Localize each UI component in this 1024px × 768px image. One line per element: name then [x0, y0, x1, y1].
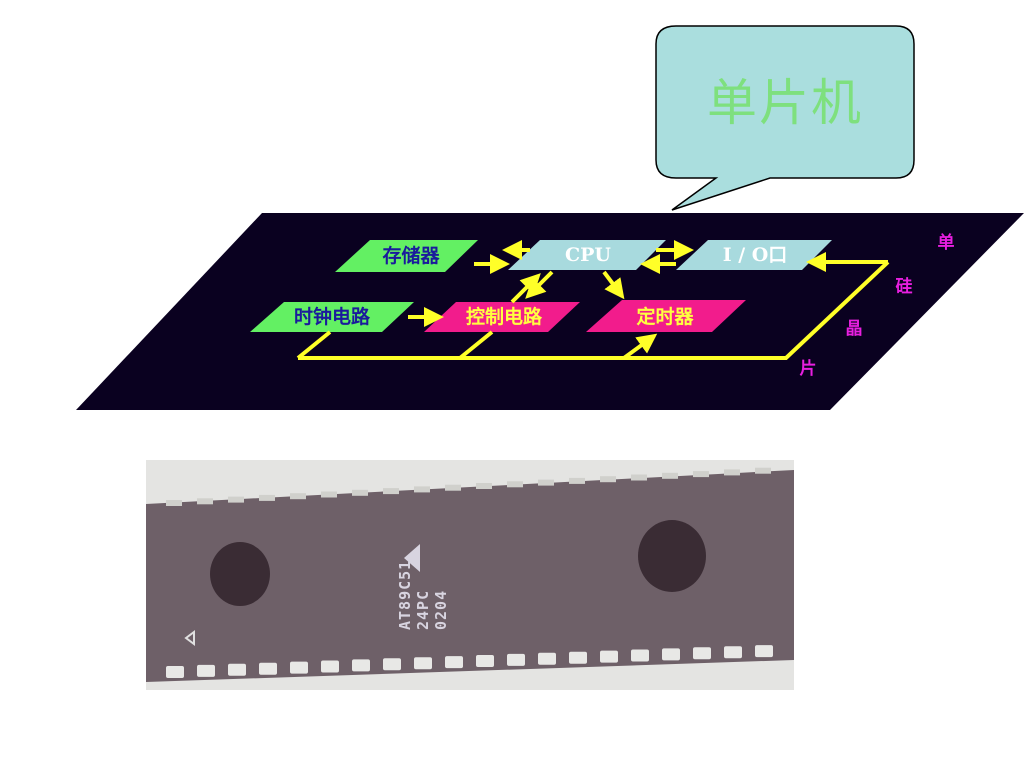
bus-branch-control: [458, 330, 494, 360]
chip-pin-bottom: [507, 653, 525, 666]
chip-pin-bottom: [166, 666, 184, 678]
chip-pin-bottom: [414, 657, 432, 670]
chip-pin-top: [569, 477, 585, 484]
callout-bubble: [655, 25, 915, 211]
memory-block: [335, 240, 478, 272]
chip-pin-bottom: [445, 656, 463, 669]
bus-branch-clock: [296, 330, 332, 360]
cpu-label: CPU: [565, 244, 611, 266]
memory-label: 存储器: [382, 245, 440, 267]
chip-marking-line-3: 0204: [432, 589, 450, 630]
pin1-marker: [184, 630, 195, 646]
chip-pin-top: [755, 467, 771, 474]
io-label: I / O口: [722, 244, 788, 266]
chip-pin-bottom: [600, 650, 618, 663]
chip-marking: AT89C51 24PC 0204: [396, 504, 516, 664]
side-char-4: 片: [799, 359, 817, 379]
chip-pin-top: [507, 481, 523, 488]
chip-pin-top: [290, 493, 306, 500]
chip-dimple-right: [638, 520, 706, 592]
arrow-cpu-to-timer: [602, 270, 625, 300]
chip-pin-top: [352, 489, 368, 496]
clock-label: 时钟电路: [293, 306, 370, 328]
chip-pin-bottom: [569, 651, 587, 664]
chip-pin-top: [383, 488, 399, 495]
chip-pin-bottom: [352, 659, 370, 672]
chip-pin-top: [724, 469, 740, 476]
chip-pin-top: [476, 483, 492, 489]
arrow-bus-to-timer: [622, 333, 658, 360]
cpu-block: [508, 240, 666, 270]
chip-marking-line-2: 24PC: [414, 589, 432, 630]
chip-pin-top: [600, 476, 616, 483]
chip-pin-bottom: [383, 658, 401, 671]
chip-pin-bottom: [228, 663, 246, 676]
chip-pin-top: [228, 496, 244, 503]
chip-pin-bottom: [631, 649, 649, 662]
chip-pin-bottom: [538, 652, 556, 665]
chip-pin-top: [538, 479, 554, 486]
control-label: 控制电路: [465, 306, 542, 328]
callout-title: 单片机: [707, 74, 863, 132]
io-block: [676, 240, 832, 270]
chip-pin-bottom: [197, 664, 215, 677]
chip-pin-bottom: [755, 645, 773, 658]
chip-pin-bottom: [259, 662, 277, 675]
single-chip-diagram: [76, 25, 1024, 410]
chip-pin-bottom: [321, 660, 339, 673]
side-char-1: 单: [937, 233, 955, 253]
chip-pin-bottom: [693, 647, 711, 660]
chip-pin-top: [414, 486, 430, 493]
chip-pin-top: [445, 484, 461, 491]
chip-marking-line-1: AT89C51: [396, 559, 414, 630]
bottom-pins: [166, 645, 773, 678]
chip-pin-top: [693, 471, 709, 478]
arrow-cpu-to-control: [525, 270, 554, 299]
chip-body: [146, 470, 794, 682]
timer-label: 定时器: [636, 306, 694, 328]
chip-pin-top: [166, 500, 182, 506]
side-char-2: 硅: [895, 277, 913, 297]
chip-pin-top: [631, 474, 647, 481]
clock-block: [250, 302, 414, 332]
chip-pin-top: [321, 491, 337, 498]
side-char-3: 晶: [845, 319, 863, 339]
chip-pin-top: [197, 498, 213, 505]
control-block: [424, 302, 580, 332]
chip-pin-bottom: [290, 661, 308, 674]
chip-pin-bottom: [662, 648, 680, 661]
chip-photo: [146, 460, 794, 690]
chip-pin-top: [259, 494, 275, 501]
atmel-logo: [404, 544, 420, 572]
chip-pin-bottom: [724, 646, 742, 659]
chip-pin-top: [662, 472, 678, 479]
top-pins: [166, 467, 771, 506]
timer-block: [586, 300, 746, 332]
chip-dimple-left: [210, 542, 270, 606]
chip-pin-bottom: [476, 655, 494, 667]
